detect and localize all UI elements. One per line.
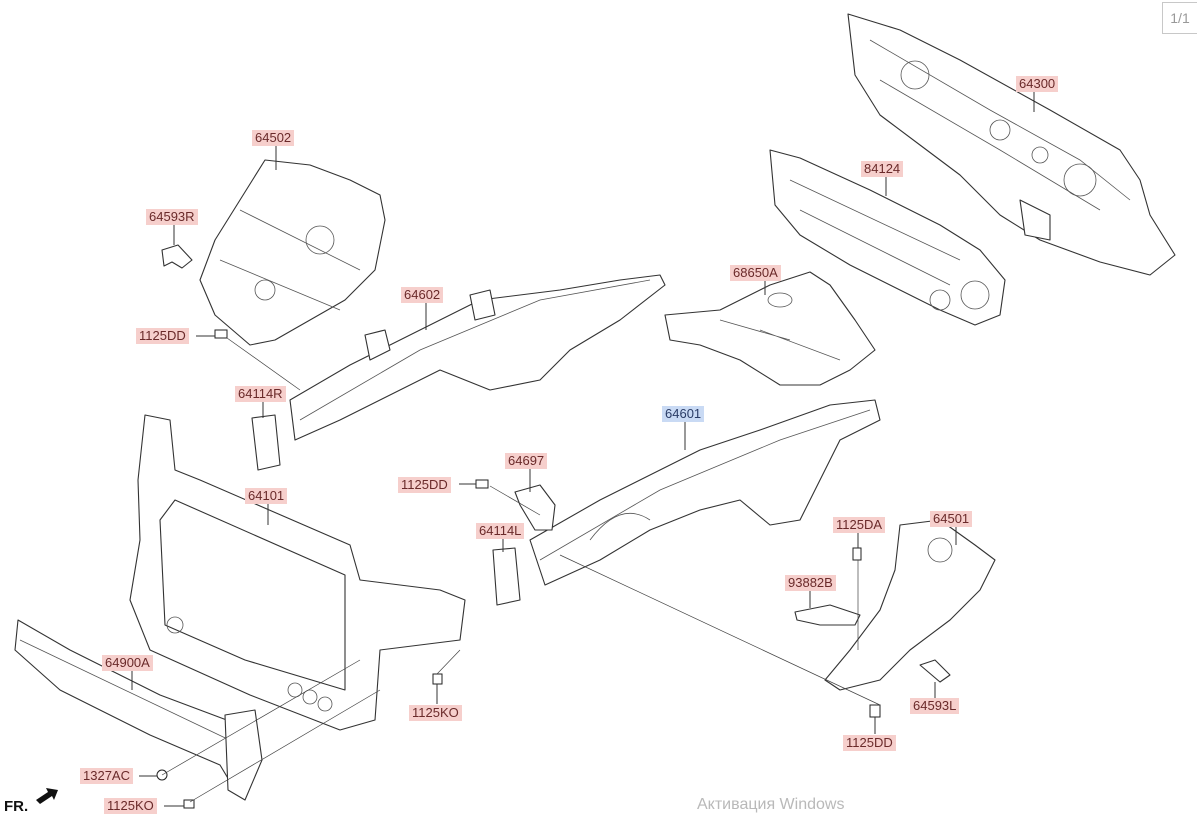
callout-68650a[interactable]: 68650A <box>730 265 781 281</box>
callout-64697[interactable]: 64697 <box>505 453 548 469</box>
callout-64601[interactable]: 64601 <box>662 406 705 422</box>
callout-64101[interactable]: 64101 <box>245 488 288 504</box>
part-bumper-beam <box>14 619 263 801</box>
part-front-rail-rh <box>289 274 666 441</box>
part-plate-lh <box>492 547 521 606</box>
callout-1125dd-lh-apron[interactable]: 1125DD <box>843 735 896 751</box>
callout-1125ko-carrier[interactable]: 1125KO <box>409 705 462 721</box>
callout-64300[interactable]: 64300 <box>1016 76 1059 92</box>
part-floor-pan <box>664 271 876 386</box>
part-dash-insulator <box>769 149 1006 326</box>
front-direction-label: FR. <box>4 798 29 815</box>
callout-64593r[interactable]: 64593R <box>146 209 198 225</box>
callout-1125da[interactable]: 1125DA <box>833 517 886 533</box>
callout-84124[interactable]: 84124 <box>861 161 904 177</box>
callout-1327ac[interactable]: 1327AC <box>80 768 133 784</box>
callout-64900a[interactable]: 64900A <box>102 655 153 671</box>
callout-64502[interactable]: 64502 <box>252 130 295 146</box>
bolts <box>156 329 881 809</box>
callout-64114r[interactable]: 64114R <box>235 386 286 402</box>
callout-64602[interactable]: 64602 <box>401 287 444 303</box>
windows-activation-watermark: Активация Windows <box>697 796 845 813</box>
callout-1125dd-rh-apron[interactable]: 1125DD <box>136 328 189 344</box>
part-plate-rh <box>251 414 281 471</box>
part-bracket-64697 <box>514 484 556 531</box>
part-dash-panel <box>847 13 1176 276</box>
part-bracket-93882b <box>794 604 861 626</box>
callout-93882b[interactable]: 93882B <box>785 575 836 591</box>
leader-lines <box>131 92 1035 807</box>
callout-64114l[interactable]: 64114L <box>476 523 525 539</box>
part-fender-apron-lh <box>824 519 996 691</box>
part-fender-apron-rh <box>199 159 386 346</box>
part-front-end-carrier <box>129 414 466 731</box>
part-front-rail-lh <box>529 399 881 586</box>
callout-1125ko-beam[interactable]: 1125KO <box>104 798 157 814</box>
page-indicator: 1/1 <box>1162 2 1197 34</box>
callout-64501[interactable]: 64501 <box>930 511 973 527</box>
callout-1125dd-rail[interactable]: 1125DD <box>398 477 451 493</box>
part-bracket-rh <box>161 244 193 269</box>
front-arrow-icon <box>36 788 58 804</box>
callout-64593l[interactable]: 64593L <box>910 698 960 714</box>
part-bracket-lh <box>919 659 951 683</box>
